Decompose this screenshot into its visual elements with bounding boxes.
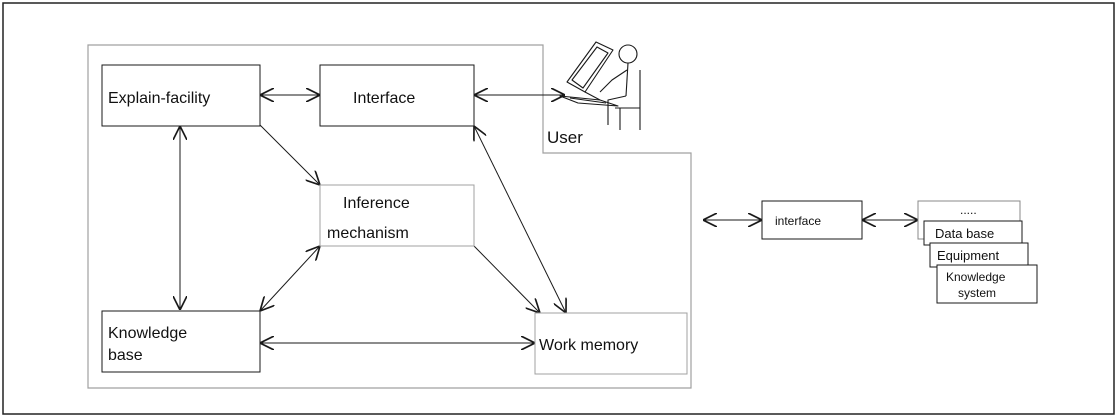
box-knowledge-base-line2: base bbox=[108, 347, 143, 364]
box-interface-external: interface bbox=[761, 200, 863, 240]
connectors bbox=[180, 95, 918, 343]
stack-knowledge-system-line2: system bbox=[958, 286, 996, 300]
stack-card-equipment bbox=[929, 242, 1029, 268]
stack-database-label: Data base bbox=[935, 226, 994, 241]
box-inference-label-line1: Inference bbox=[343, 195, 410, 212]
box-knowledge-base-line1: Knowledge bbox=[108, 325, 187, 342]
box-inference-label-line2: mechanism bbox=[327, 225, 409, 242]
arrow-knowledge-inference bbox=[260, 246, 320, 311]
user-label: User bbox=[547, 128, 583, 147]
box-explain-facility-label: Explain-facility bbox=[108, 90, 210, 107]
box-knowledge-base: Knowledge base bbox=[101, 310, 261, 373]
stack-knowledge-system-line1: Knowledge bbox=[946, 270, 1006, 284]
box-inference-mechanism: Inference mechanism bbox=[319, 184, 475, 247]
box-explain-facility: Explain-facility bbox=[101, 64, 261, 127]
box-work-memory-label: Work memory bbox=[539, 337, 638, 354]
box-interface: Interface bbox=[319, 64, 475, 127]
stack-card-knowledge-system bbox=[936, 264, 1038, 304]
system-boundary bbox=[87, 44, 692, 389]
box-work-memory: Work memory bbox=[534, 312, 688, 375]
arrow-inference-workmemory bbox=[473, 245, 540, 313]
stack-equipment-label: Equipment bbox=[937, 248, 1000, 263]
box-interface-external-label: interface bbox=[775, 214, 821, 228]
box-interface-label: Interface bbox=[353, 90, 415, 107]
arrow-interface-workmemory bbox=[474, 126, 566, 313]
user-at-computer-icon bbox=[559, 41, 641, 130]
arrow-explain-inference bbox=[259, 124, 320, 185]
external-sources-stack: ..... Data base Equipment Knowledge syst… bbox=[917, 200, 1038, 304]
stack-ellipsis-label: ..... bbox=[960, 203, 977, 217]
